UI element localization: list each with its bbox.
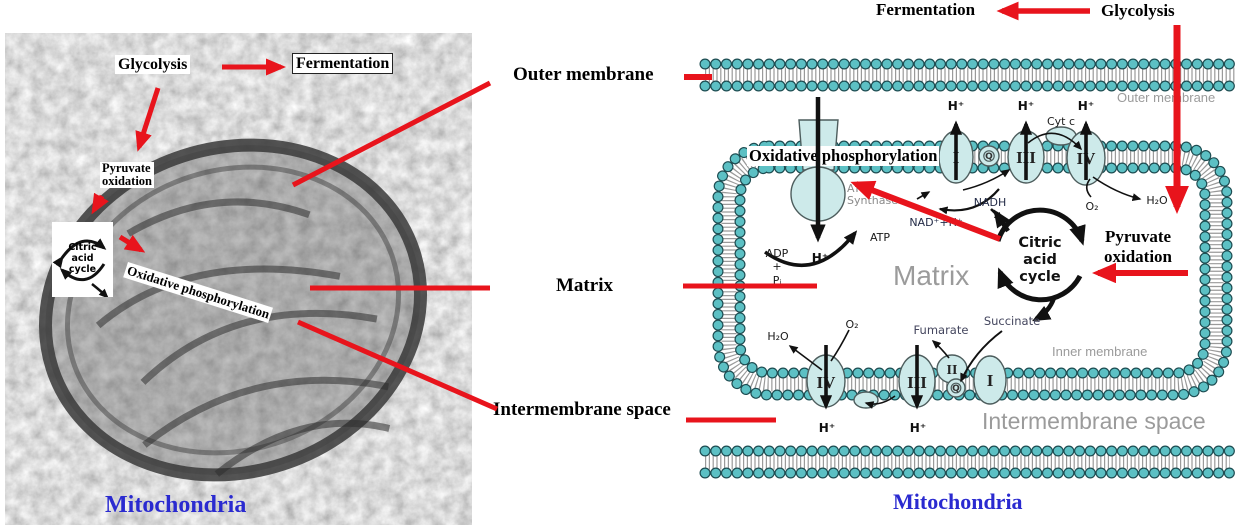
- glycolysis-flow-label: Glycolysis: [1101, 1, 1175, 20]
- nad-h-label: NAD⁺+H⁺: [909, 216, 963, 229]
- photo-citric-line2: acid: [71, 253, 94, 264]
- pyruvate-flow-line2: oxidation: [1103, 247, 1173, 266]
- o2-bottom-label: O₂: [845, 318, 858, 331]
- photo-pyruvate-line1: Pyruvate: [102, 161, 151, 175]
- q-carrier-bottom-inner: [950, 382, 962, 394]
- q-bottom-label: Q: [952, 384, 960, 394]
- plus-label: +: [772, 260, 781, 273]
- fumarate-label: Fumarate: [914, 323, 969, 337]
- complex-II-label: II: [947, 363, 958, 378]
- atp-label: ATP: [870, 231, 890, 244]
- intermembrane-gray-label: Intermembrane space: [982, 408, 1206, 434]
- complex-I-bottom-label: I: [987, 371, 994, 390]
- electron-arrow-into-I: [916, 191, 931, 200]
- h-plus-synthase: H⁺: [812, 251, 828, 265]
- fermentation-flow-label: Fermentation: [876, 0, 976, 19]
- photo-caption-mitochondria: Mitochondria: [105, 492, 247, 518]
- diagram-caption-mitochondria: Mitochondria: [893, 489, 1023, 514]
- photo-citric-cycle-box: Citric acid cycle: [52, 222, 113, 297]
- h2o-bottom-label: H₂O: [767, 330, 789, 343]
- q-mobile-arrow: [864, 395, 896, 409]
- succinate-to-II-arrow: [960, 330, 1003, 383]
- pi-label: Pᵢ: [773, 274, 782, 287]
- h-plus-bottom-1: H⁺: [819, 421, 835, 435]
- o2-into-IV-line: [1085, 178, 1092, 198]
- outer-membrane-gray-label: Outer membrane: [1117, 90, 1216, 105]
- succinate-label: Succinate: [984, 314, 1040, 328]
- cyt-c-label: Cyt c: [1047, 115, 1075, 128]
- h-plus-bottom-2: H⁺: [910, 421, 926, 435]
- matrix-pointer-label: Matrix: [556, 275, 613, 296]
- inner-membrane-gray-label: Inner membrane: [1052, 344, 1148, 359]
- pyruvate-oxidation-flow-label: Pyruvate oxidation: [1082, 227, 1194, 267]
- outer-membrane-top: [699, 58, 1237, 92]
- complex-I-bottom: [973, 355, 1007, 405]
- outer-membrane-bottom: [699, 445, 1236, 479]
- fumarate-arrow: [931, 340, 950, 359]
- photo-citric-arrows: [52, 238, 109, 297]
- q-mobile-carrier: [853, 391, 879, 409]
- matrix-gray-label: Matrix: [893, 260, 970, 291]
- photo-pyruvate-line2: oxidation: [102, 174, 153, 188]
- q-carrier-top: [978, 145, 1000, 167]
- q-carrier-bottom: [946, 378, 966, 398]
- adp-to-atp-arrow: [763, 230, 858, 267]
- outer-membrane-pointer-label: Outer membrane: [513, 64, 654, 85]
- oxidative-phosphorylation-flow-label: Oxidative phosphorylation: [747, 146, 940, 166]
- photo-citric-line3: cycle: [68, 264, 97, 275]
- citric-line3: cycle: [1019, 269, 1061, 285]
- photo-fermentation-label: Fermentation: [292, 53, 394, 74]
- q-carrier-top-inner: [983, 150, 995, 162]
- electron-arrow-III-to-IV: [1027, 132, 1083, 151]
- h-plus-top-2: H⁺: [1018, 99, 1034, 113]
- citric-acid-cycle: Citric acid cycle: [993, 207, 1086, 322]
- inner-membrane: [712, 140, 1233, 401]
- photo-citric-line1: Citric: [68, 242, 97, 253]
- h2o-top-label: H₂O: [1146, 194, 1168, 207]
- arrow-IV-to-h2o: [1092, 176, 1142, 202]
- h2o-bottom-arrow: [788, 345, 823, 371]
- citric-line2: acid: [1023, 252, 1057, 268]
- photo-pyruvate-label: Pyruvate oxidation: [100, 161, 155, 188]
- atp-synthase-label-2: Synthase: [847, 194, 898, 207]
- q-top-label: Q: [985, 152, 993, 162]
- o2-into-IV-bottom-line: [830, 329, 850, 362]
- h-plus-top-3: H⁺: [1078, 99, 1094, 113]
- citric-line1: Citric: [1018, 235, 1061, 251]
- nadh-label: NADH: [974, 196, 1007, 209]
- h-plus-top-1: H⁺: [948, 99, 964, 113]
- o2-top-label: O₂: [1085, 200, 1098, 213]
- adp-label: ADP: [766, 247, 789, 260]
- photo-glycolysis-label: Glycolysis: [115, 55, 191, 74]
- pyruvate-flow-line1: Pyruvate: [1104, 227, 1172, 246]
- intermembrane-pointer-label: Intermembrane space: [493, 399, 671, 420]
